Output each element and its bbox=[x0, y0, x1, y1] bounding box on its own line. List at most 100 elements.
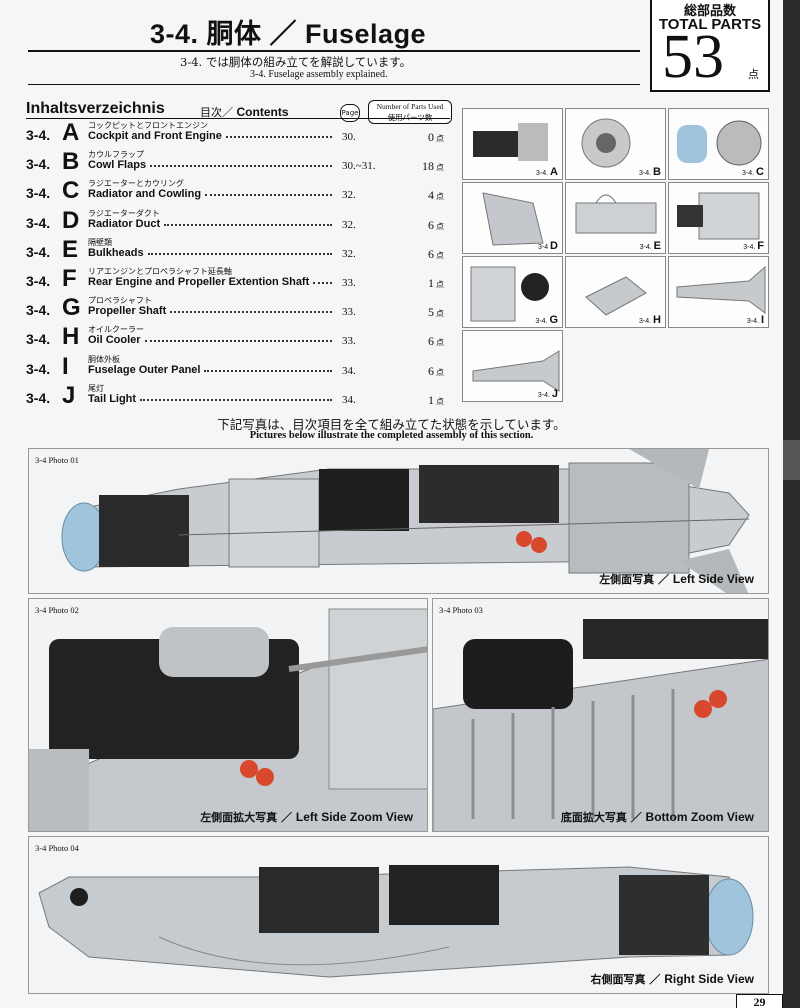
section-number: 3-4. bbox=[26, 302, 51, 319]
section-subtitle-en: 3-4. Fuselage assembly explained. bbox=[250, 69, 388, 80]
section-letter: E bbox=[62, 235, 79, 263]
item-parts-unit: 点 bbox=[436, 396, 444, 406]
item-parts-unit: 点 bbox=[436, 280, 444, 289]
contents-title: Inhaltsverzeichnis bbox=[26, 100, 165, 117]
photo-right-side-view: 3-4 Photo 04 右側面写真 ／ Right Side View bbox=[28, 836, 769, 994]
item-page: 32. bbox=[342, 218, 356, 231]
item-parts-unit: 点 bbox=[436, 250, 444, 260]
header-rule-lower bbox=[28, 84, 640, 85]
thumbnail-prefix: 3-4 bbox=[537, 244, 549, 251]
thumbnail-f: 3-4. F bbox=[668, 182, 769, 254]
bottom-zoom-illustration bbox=[433, 599, 768, 831]
photos-caption-jp: 下記写真は、目次項目を全て組み立てた状態を示しています。 bbox=[217, 417, 566, 432]
thumbnail-prefix: 3-4. bbox=[742, 170, 755, 177]
item-parts-count: 1 bbox=[428, 276, 434, 290]
item-title-en: Radiator and Cowling bbox=[88, 188, 202, 201]
section-letter: A bbox=[62, 119, 80, 146]
thumbnail-prefix: 3-4. bbox=[537, 392, 550, 399]
photo-caption-en: Right Side View bbox=[664, 972, 754, 986]
parts-header-en: Number of Parts Used bbox=[376, 102, 444, 111]
contents-title-jp: 目次／ bbox=[200, 106, 233, 119]
photo-caption-jp: 右側面写真 ／ bbox=[590, 973, 665, 986]
leader-dots bbox=[164, 220, 332, 226]
item-title-jp: オイルクーラー bbox=[88, 325, 144, 335]
photo-caption: 底面拡大写真 ／ Bottom Zoom View bbox=[561, 809, 754, 825]
thumbnail-d: 3-4 D bbox=[462, 182, 563, 254]
item-title-en: Bulkheads bbox=[88, 246, 144, 259]
item-parts-unit: 点 bbox=[436, 221, 444, 231]
thumbnail-prefix: 3-4. bbox=[535, 318, 548, 325]
total-parts-unit: 点 bbox=[748, 68, 759, 81]
thumbnail-image bbox=[585, 276, 647, 316]
section-title: 3-4. 胴体 ／ Fuselage bbox=[150, 19, 427, 49]
parts-column-header: Number of Parts Used 使用パーツ数 bbox=[368, 100, 452, 124]
item-parts-count: 1 bbox=[428, 392, 434, 407]
thumbnail-label: 3-4. H bbox=[639, 314, 661, 326]
page-number: 29 bbox=[736, 994, 783, 1008]
leader-dots bbox=[140, 395, 332, 401]
item-parts-unit: 点 bbox=[436, 192, 444, 202]
item-page: 33. bbox=[342, 277, 356, 289]
thumbnail-letter: A bbox=[550, 166, 558, 178]
item-parts-unit: 点 bbox=[436, 309, 444, 319]
total-parts-box: 総部品数 TOTAL PARTS 53 点 bbox=[650, 0, 770, 92]
item-page: 33. bbox=[342, 306, 356, 319]
thumbnail-e: 3-4. E bbox=[565, 182, 666, 254]
item-title-en: Rear Engine and Propeller Extention Shaf… bbox=[88, 276, 310, 288]
thumbnail-prefix: 3-4. bbox=[536, 170, 549, 177]
thumbnail-letter: H bbox=[653, 314, 661, 326]
section-subtitle-jp: 3-4. では胴体の組み立てを解説しています。 bbox=[180, 55, 412, 69]
thumbnail-image bbox=[472, 350, 560, 392]
item-parts-count: 18 bbox=[422, 159, 434, 174]
item-title-jp: 隔壁類 bbox=[88, 237, 112, 247]
thumbnail-label: 3-4. I bbox=[747, 314, 764, 326]
item-title-en: Tail Light bbox=[88, 392, 137, 405]
thumbnail-label: 3-4. C bbox=[742, 166, 764, 178]
item-title-en: Propeller Shaft bbox=[88, 305, 167, 318]
leader-dots bbox=[204, 366, 332, 372]
photo-left-side-zoom-view: 3-4 Photo 02 左側面拡大写真 ／ Left Side Zoom Vi… bbox=[28, 598, 428, 832]
item-page: 32. bbox=[342, 247, 356, 260]
thumbnail-image bbox=[482, 192, 544, 246]
item-parts-unit: 点 bbox=[436, 367, 444, 377]
photos-caption-en: Pictures below illustrate the completed … bbox=[249, 430, 534, 441]
thumbnail-g: 3-4. G bbox=[462, 256, 563, 328]
item-title-jp: リアエンジンとプロペラシャフト延長軸 bbox=[88, 267, 232, 276]
thumbnail-letter: E bbox=[653, 240, 661, 252]
page-edge bbox=[783, 0, 800, 1008]
photo-label: 3-4 Photo 04 bbox=[35, 843, 79, 853]
thumbnail-image bbox=[473, 123, 548, 161]
section-number: 3-4. bbox=[26, 273, 51, 289]
thumbnail-label: 3-4. A bbox=[536, 166, 558, 178]
photo-caption-jp: 底面拡大写真 ／ bbox=[560, 811, 646, 824]
fuselage-right-illustration bbox=[29, 837, 768, 993]
contents-subtitle: 目次／ Contents bbox=[200, 104, 289, 120]
item-parts-count: 6 bbox=[428, 217, 434, 232]
photo-left-side-view: 3-4 Photo 01 左側面写真 ／ Left Side View bbox=[28, 448, 769, 594]
thumbnail-label: 3-4. J bbox=[538, 388, 558, 400]
page-column-badge: Page bbox=[340, 104, 360, 122]
item-title-en: Cockpit and Front Engine bbox=[88, 130, 222, 142]
photo-label: 3-4 Photo 01 bbox=[35, 455, 79, 465]
item-parts-count: 4 bbox=[428, 188, 434, 203]
item-parts-count: 6 bbox=[428, 334, 434, 349]
thumbnail-prefix: 3-4. bbox=[743, 244, 756, 251]
header-rule bbox=[28, 50, 640, 52]
photo-caption-en: Bottom Zoom View bbox=[645, 810, 754, 824]
section-number: 3-4. bbox=[26, 331, 51, 348]
item-title-jp: プロペラシャフト bbox=[88, 296, 152, 306]
photo-caption: 左側面拡大写真 ／ Left Side Zoom View bbox=[200, 809, 413, 825]
leader-dots bbox=[150, 161, 332, 168]
item-title-en: Fuselage Outer Panel bbox=[88, 363, 201, 376]
contents-rule bbox=[26, 118, 450, 119]
leader-dots bbox=[226, 132, 332, 138]
photo-caption: 右側面写真 ／ Right Side View bbox=[591, 971, 754, 987]
edge-tab bbox=[783, 440, 800, 480]
